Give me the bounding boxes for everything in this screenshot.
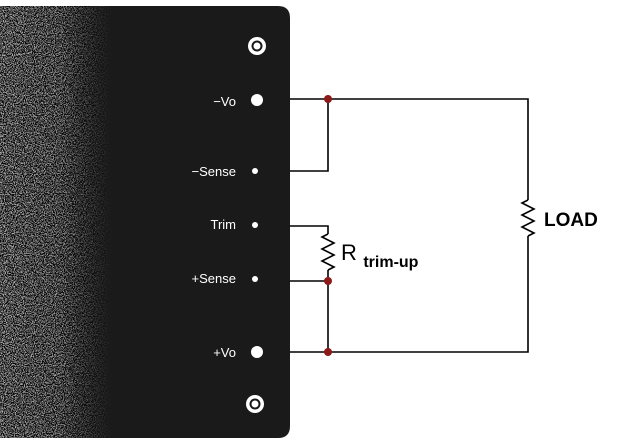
load-label: LOAD (544, 210, 598, 231)
module-body (0, 6, 290, 438)
pin-dot-neg-sense (252, 168, 258, 174)
pin-label-neg-vo: −Vo (213, 94, 236, 109)
pin-label-neg-sense: −Sense (192, 164, 236, 179)
wire-neg-sense (290, 99, 329, 172)
pin-label-pos-vo: +Vo (213, 345, 236, 360)
junction-dot-neg-vo (324, 95, 332, 103)
pin-label-pos-sense: +Sense (192, 271, 236, 286)
trim-resistor-symbol (320, 233, 336, 271)
junction-dot-pos-sense (324, 277, 332, 285)
junction-dot-pos-vo (324, 348, 332, 356)
wire-trim-to-resistor (290, 225, 329, 234)
load-resistor-symbol (520, 199, 536, 237)
wire-load-to-pos-vo (290, 236, 529, 353)
wire-neg-vo-to-load (290, 98, 529, 200)
resistor-label-subscript: trim-up (363, 254, 418, 271)
resistor-label-main: R (341, 240, 357, 265)
pin-dot-pos-vo (251, 346, 263, 358)
resistor-label: R trim-up (341, 240, 419, 271)
grain-fade (0, 6, 112, 438)
pin-dot-neg-vo (251, 94, 263, 106)
mounting-hole-bottom (246, 395, 264, 413)
pin-label-trim: Trim (210, 217, 236, 232)
mounting-hole-top (248, 37, 266, 55)
pin-dot-trim (252, 222, 258, 228)
pin-dot-pos-sense (252, 276, 258, 282)
